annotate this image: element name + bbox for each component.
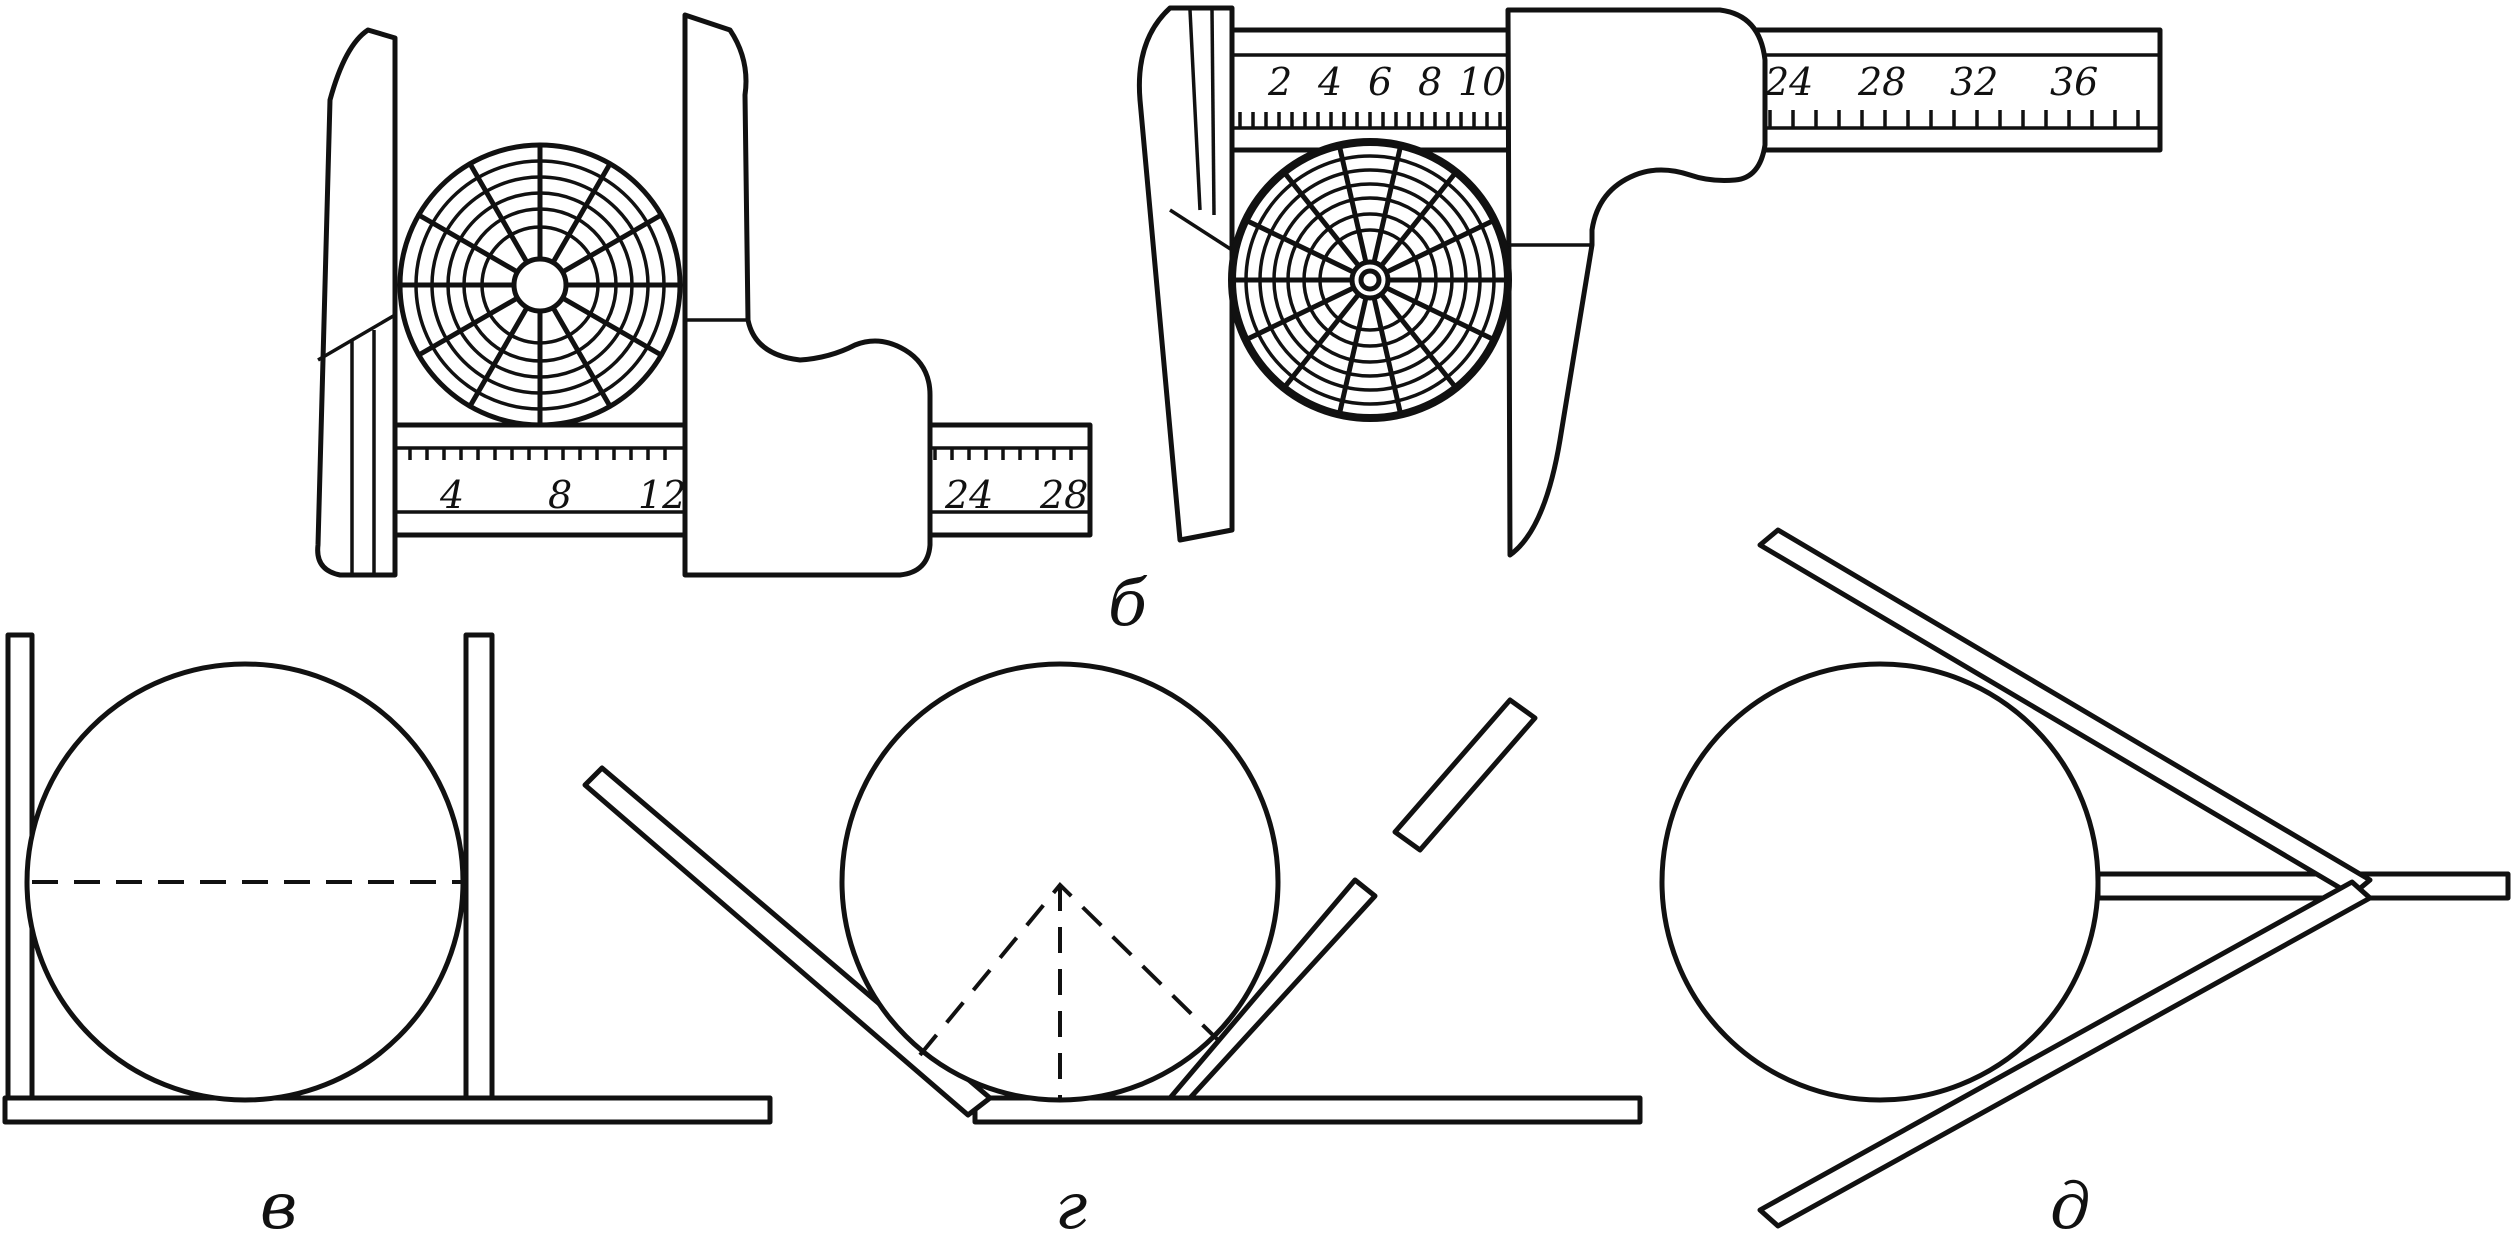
disk-spoke — [1385, 286, 1496, 342]
disk-spoke — [561, 296, 664, 358]
caliper-b-scale-28: 28 — [1857, 60, 1906, 104]
caliper-b-fixed-jaw — [1136, 5, 1235, 543]
disk-spoke — [467, 306, 529, 409]
caliper-b-scale-10: 10 — [1458, 60, 1506, 104]
caliper-a: 4 8 12 24 28 — [315, 12, 1093, 578]
disk-spoke — [467, 161, 529, 264]
disk-spoke — [1371, 296, 1403, 416]
caliper-b-scale-6: 6 — [1368, 60, 1392, 104]
disk-spoke — [1385, 218, 1496, 274]
disk-spoke — [1282, 171, 1361, 267]
caliper-a-scale-4: 4 — [439, 473, 464, 517]
label-d: д — [2050, 1170, 2091, 1236]
caliper-a-disk — [397, 142, 683, 428]
label-v: в — [260, 1170, 297, 1236]
disk-spoke — [1379, 171, 1458, 267]
caliper-b: 2 4 6 8 10 24 28 32 36 — [1136, 5, 2163, 558]
caliper-b-scale-36: 36 — [2050, 60, 2098, 104]
caliper-b-scale-ticks — [1238, 110, 2140, 128]
figure-d-cylinder — [1659, 661, 2101, 1103]
caliper-a-scale-12: 12 — [638, 473, 686, 517]
disk-spoke — [1337, 296, 1369, 416]
figure-v-rulers — [2, 632, 773, 1125]
disk-spoke — [1337, 144, 1369, 264]
disk-spoke — [416, 296, 519, 358]
figure-g-prism — [582, 661, 1643, 1125]
disk-spoke — [1371, 144, 1403, 264]
disk-spoke — [1244, 286, 1355, 342]
label-g: г — [1055, 1170, 1087, 1236]
disk-spoke — [416, 212, 519, 274]
caliper-b-scale-32: 32 — [1950, 60, 1998, 104]
disk-spoke — [551, 306, 613, 409]
caliper-a-fixed-jaw — [315, 27, 398, 578]
caliper-a-scale-24: 24 — [944, 473, 993, 517]
disk-spoke — [1244, 218, 1355, 274]
label-b: б — [1108, 567, 1148, 641]
caliper-b-disk — [1228, 138, 1512, 422]
disk-spoke — [1282, 293, 1361, 389]
caliper-b-scale-4: 4 — [1317, 60, 1342, 104]
disk-spoke — [551, 161, 613, 264]
caliper-b-scale-8: 8 — [1418, 60, 1442, 104]
caliper-b-scale-24: 24 — [1764, 60, 1813, 104]
disk-spoke — [1379, 293, 1458, 389]
figure-g-cylinder — [839, 661, 1281, 1103]
disk-spoke — [561, 212, 664, 274]
caliper-b-scale-2: 2 — [1267, 60, 1292, 104]
caliper-b-sliding-jaw — [1505, 7, 1768, 558]
caliper-a-sliding-jaw — [682, 12, 933, 578]
caliper-a-scale-28: 28 — [1039, 473, 1088, 517]
figure-d-prism — [1659, 527, 2511, 1229]
caliper-a-scale-ticks — [408, 448, 1073, 460]
caliper-a-scale-8: 8 — [548, 473, 572, 517]
